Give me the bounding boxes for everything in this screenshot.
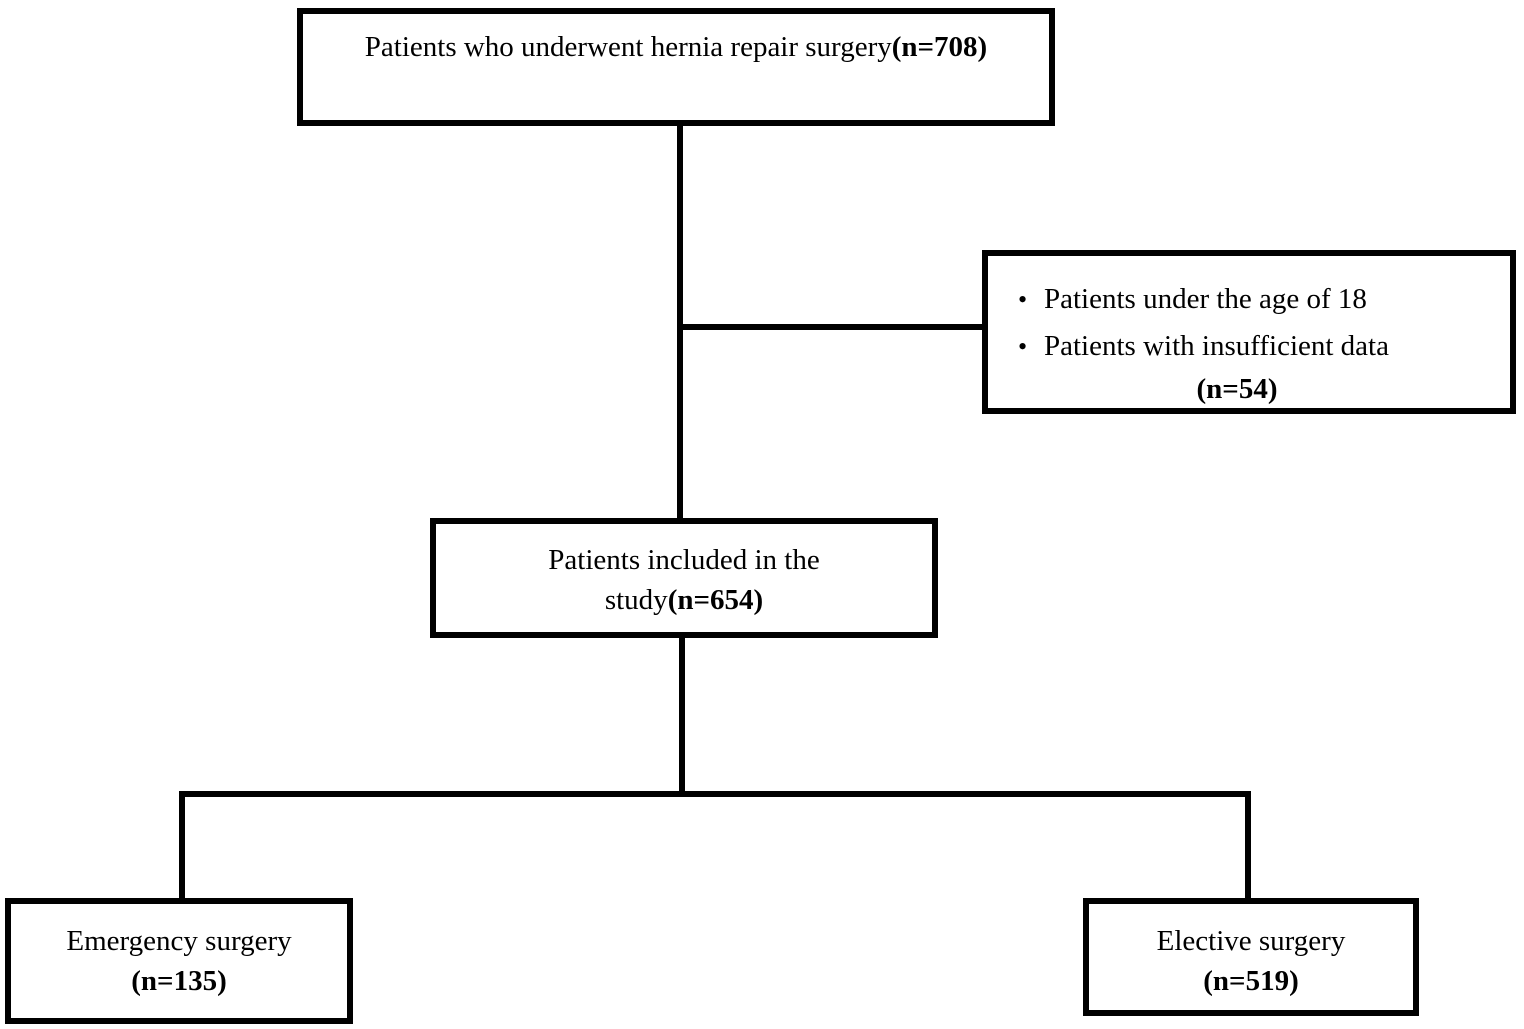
node-included-count: (n=654) [667, 584, 764, 617]
node-elective-surgery-count: (n=519) [1203, 965, 1299, 998]
exclusion-item-insufficient-data: • Patients with insufficient data [1014, 323, 1500, 370]
exclusion-item-insufficient-data-label: Patients with insufficient data [1044, 329, 1389, 362]
connector-included-to-split-vertical [679, 637, 685, 794]
node-elective-surgery-label: Elective surgery [1156, 925, 1346, 957]
exclusion-item-under-18: • Patients under the age of 18 [1014, 276, 1500, 323]
exclusion-item-under-18-label: Patients under the age of 18 [1044, 283, 1367, 315]
connector-split-to-emergency-vertical [179, 791, 185, 898]
node-included-in-study: Patients included in the study(n=654) [430, 518, 938, 638]
connector-top-to-included-vertical [677, 125, 683, 519]
node-elective-surgery: Elective surgery (n=519) [1083, 898, 1419, 1016]
node-included-line2-prefix: study [604, 584, 668, 617]
node-hernia-repair-total-count: (n=708) [891, 31, 988, 63]
node-hernia-repair-total-label: Patients who underwent hernia repair sur… [364, 31, 892, 63]
connector-exclusion-branch-horizontal [680, 324, 982, 330]
node-emergency-surgery: Emergency surgery (n=135) [5, 898, 353, 1024]
bullet-icon: • [1018, 285, 1028, 314]
connector-split-horizontal [179, 791, 1251, 797]
node-hernia-repair-total: Patients who underwent hernia repair sur… [297, 8, 1055, 126]
bullet-icon: • [1018, 331, 1028, 361]
node-exclusions: • Patients under the age of 18 • Patient… [982, 250, 1516, 414]
connector-split-to-elective-vertical [1245, 791, 1251, 898]
node-included-line2: study(n=654) [436, 580, 932, 620]
node-emergency-surgery-count: (n=135) [131, 965, 227, 998]
node-exclusions-count: (n=54) [1196, 372, 1278, 405]
node-emergency-surgery-label: Emergency surgery [66, 925, 292, 957]
node-included-line1: Patients included in the [548, 544, 820, 576]
